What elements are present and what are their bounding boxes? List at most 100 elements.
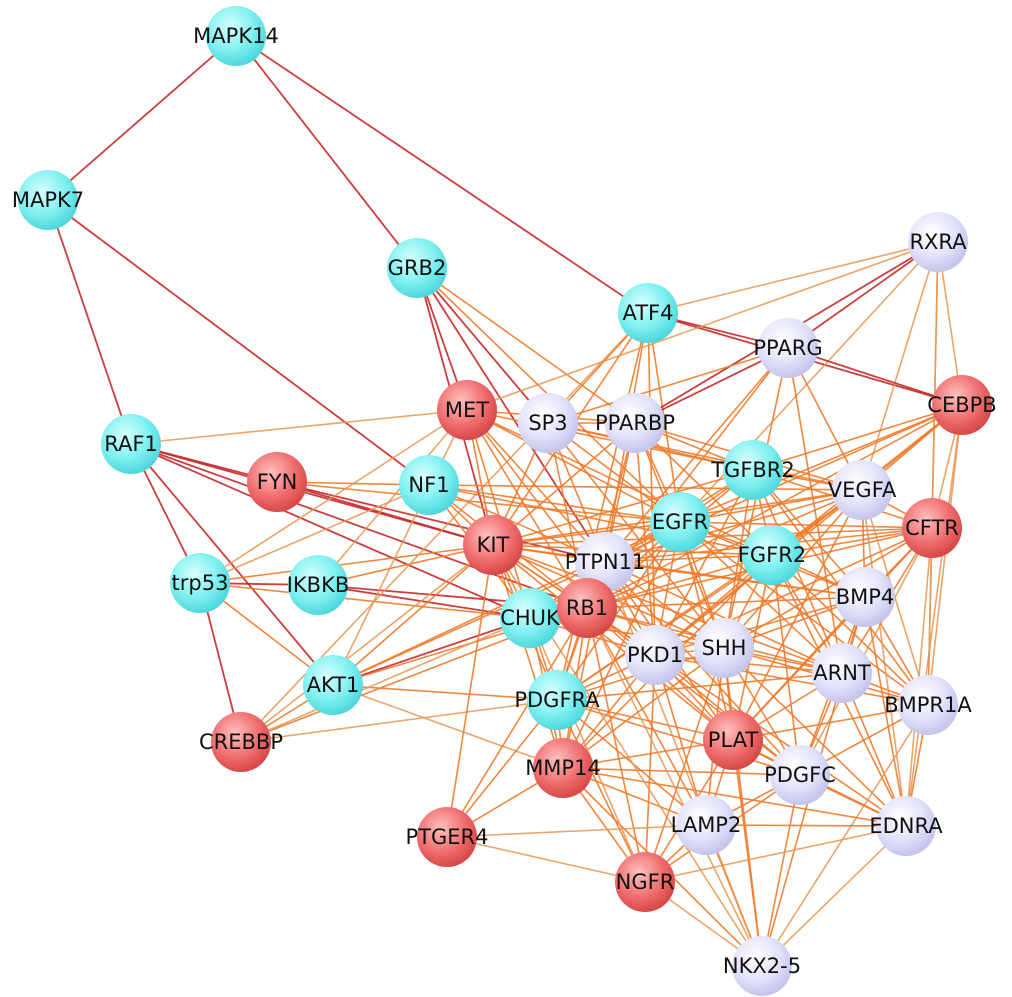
node-circle [533, 738, 593, 798]
node-label: trp53 [172, 571, 229, 595]
node-ednra[interactable]: EDNRA [869, 796, 943, 856]
node-mapk7[interactable]: MAPK7 [12, 170, 84, 230]
edge-cebpb-rb1 [586, 404, 963, 609]
node-rxra[interactable]: RXRA [908, 212, 968, 272]
node-atf4[interactable]: ATF4 [618, 283, 678, 343]
node-pdgfc[interactable]: PDGFC [764, 745, 836, 805]
node-fyn[interactable]: FYN [247, 452, 307, 512]
node-chuk[interactable]: CHUK [500, 588, 561, 648]
edge-kit-tgfbr2 [492, 469, 754, 546]
edge-rxra-egfr [679, 241, 939, 523]
node-label: PTPN11 [565, 550, 646, 574]
node-sp3[interactable]: SP3 [518, 393, 578, 453]
node-ptpn11[interactable]: PTPN11 [565, 532, 646, 592]
edge-mapk7-nf1 [47, 199, 430, 486]
node-mapk14[interactable]: MAPK14 [193, 6, 279, 66]
node-label: VEGFA [828, 478, 897, 502]
edge-akt1-ptpn11 [332, 561, 606, 686]
edge-grb2-ptpn11 [416, 267, 606, 563]
node-label: SHH [702, 636, 747, 660]
edge-raf1-akt1 [130, 443, 334, 686]
node-label: CHUK [500, 606, 561, 630]
node-bmpr1a[interactable]: BMPR1A [884, 675, 972, 735]
node-label: CEBPB [927, 393, 996, 417]
node-raf1[interactable]: RAF1 [101, 414, 161, 474]
node-lamp2[interactable]: LAMP2 [671, 795, 742, 855]
node-label: EGFR [652, 510, 708, 534]
node-circle [557, 578, 617, 638]
edge-met-ikbkb [317, 409, 468, 586]
node-circle [575, 532, 635, 592]
node-label: IKBKB [287, 573, 350, 597]
node-ngfr[interactable]: NGFR [615, 852, 675, 912]
node-circle [211, 712, 271, 772]
node-label: PPARBP [595, 411, 675, 435]
edge-pparbp-kit [492, 422, 636, 546]
node-circle [615, 852, 675, 912]
node-tgfbr2[interactable]: TGFBR2 [710, 440, 795, 500]
node-label: NF1 [408, 473, 449, 497]
node-label: GRB2 [388, 256, 447, 280]
edge-pparbp-fgfr2 [634, 422, 773, 556]
node-circle [812, 643, 872, 703]
edge-kit-egfr [492, 521, 681, 546]
node-cftr[interactable]: CFTR [902, 498, 962, 558]
node-mmp14[interactable]: MMP14 [525, 738, 601, 798]
node-ikbkb[interactable]: IKBKB [287, 555, 350, 615]
node-cebpb[interactable]: CEBPB [927, 375, 997, 435]
edge-pparg-sp3 [547, 347, 789, 424]
node-circle [101, 414, 161, 474]
edge-lamp2-ednra [705, 824, 907, 827]
node-circle [835, 567, 895, 627]
node-fgfr2[interactable]: FGFR2 [738, 525, 806, 585]
edge-kit-cftr [492, 527, 933, 546]
node-egfr[interactable]: EGFR [650, 492, 710, 552]
edge-raf1-chuk [130, 443, 531, 619]
edge-kit-fgfr2 [492, 544, 773, 556]
edge-pkd1-bmp4 [654, 596, 866, 656]
node-label: PDGFC [764, 763, 836, 787]
edge-rb1-nkx2-5 [586, 607, 763, 967]
node-bmp4[interactable]: BMP4 [835, 567, 895, 627]
node-rb1[interactable]: RB1 [557, 578, 617, 638]
node-circle [417, 807, 477, 867]
node-circle [898, 675, 958, 735]
node-nkx2-5[interactable]: NKX2-5 [723, 936, 801, 996]
edge-met-egfr [466, 409, 681, 523]
node-arnt[interactable]: ARNT [812, 643, 872, 703]
node-nf1[interactable]: NF1 [399, 455, 459, 515]
node-akt1[interactable]: AKT1 [303, 655, 363, 715]
node-circle [732, 936, 792, 996]
node-ptger4[interactable]: PTGER4 [406, 807, 489, 867]
edge-ptpn11-nkx2-5 [604, 561, 763, 967]
edge-nf1-ptpn11 [428, 484, 606, 563]
node-met[interactable]: MET [437, 380, 497, 440]
edge-akt1-pdgfra [332, 684, 558, 701]
node-pparg[interactable]: PPARG [753, 318, 823, 378]
node-pdgfra[interactable]: PDGFRA [514, 670, 600, 730]
node-label: ATF4 [622, 301, 673, 325]
node-circle [387, 238, 447, 298]
node-crebbp[interactable]: CREBBP [199, 712, 283, 772]
node-pkd1[interactable]: PKD1 [625, 625, 685, 685]
edge-cebpb-egfr [679, 404, 963, 523]
edge-shh-mmp14 [562, 647, 725, 769]
edge-trp53-kit [199, 544, 494, 584]
node-pparbp[interactable]: PPARBP [595, 393, 675, 453]
edge-pkd1-ngfr [644, 654, 656, 883]
edge-cebpb-ednra [905, 404, 963, 827]
edge-pdgfra-pdgfc [556, 699, 801, 776]
node-vegfa[interactable]: VEGFA [828, 460, 897, 520]
node-shh[interactable]: SHH [694, 618, 754, 678]
edge-pkd1-ednra [654, 654, 907, 827]
node-grb2[interactable]: GRB2 [387, 238, 447, 298]
node-circle [650, 492, 710, 552]
edge-egfr-cftr [679, 521, 933, 529]
node-circle [18, 170, 78, 230]
edge-plat-nkx2-5 [732, 739, 763, 967]
node-trp53[interactable]: trp53 [170, 553, 230, 613]
edge-pparg-cebpb [787, 347, 963, 406]
node-kit[interactable]: KIT [463, 515, 523, 575]
node-plat[interactable]: PLAT [703, 710, 763, 770]
